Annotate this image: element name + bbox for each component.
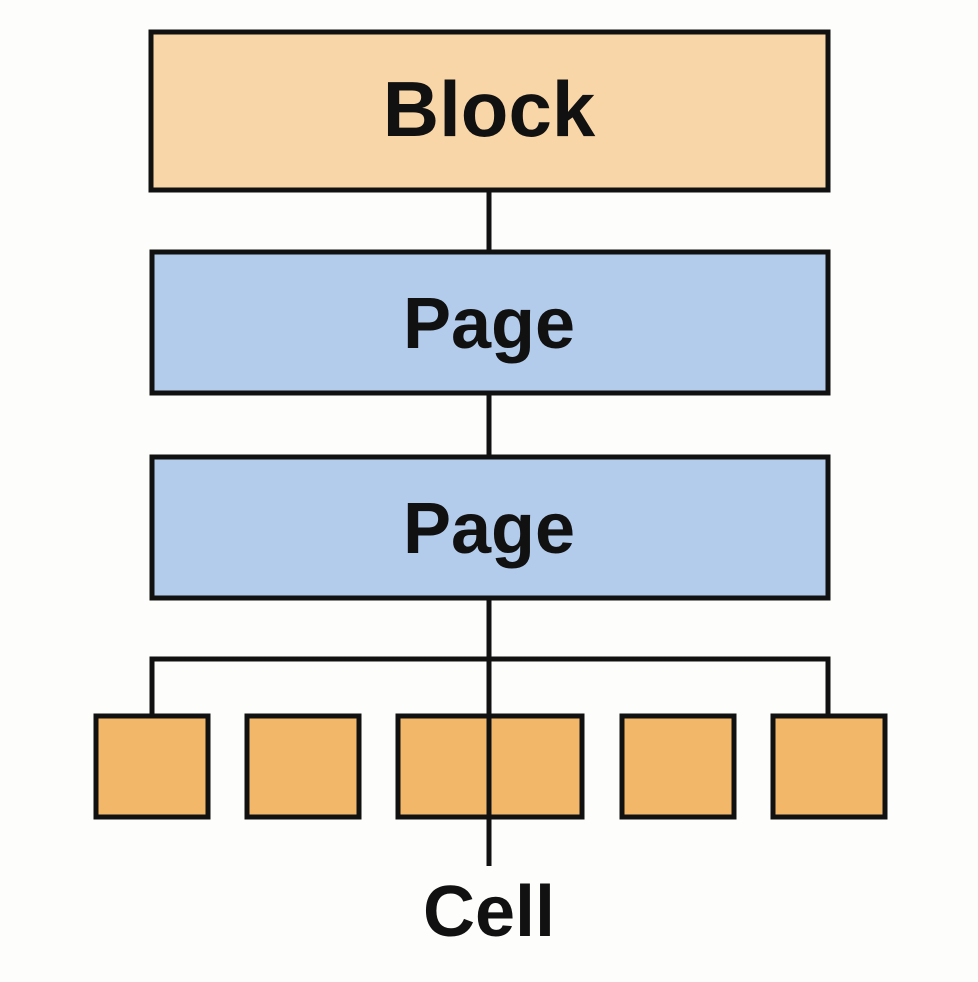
page-label: Page [403,284,575,364]
block-box [148,29,831,193]
block-label: Block [383,65,596,153]
cell-box [619,713,737,820]
page-node: Page [149,249,831,396]
page-box [149,249,831,396]
page-box [149,454,831,601]
cell-box [244,713,362,820]
cell-label: Cell [423,872,555,952]
cell-box [770,713,888,820]
page-label: Page [403,489,575,569]
page-node: Page [149,454,831,601]
block-node: Block [148,29,831,193]
cell-box [93,713,211,820]
